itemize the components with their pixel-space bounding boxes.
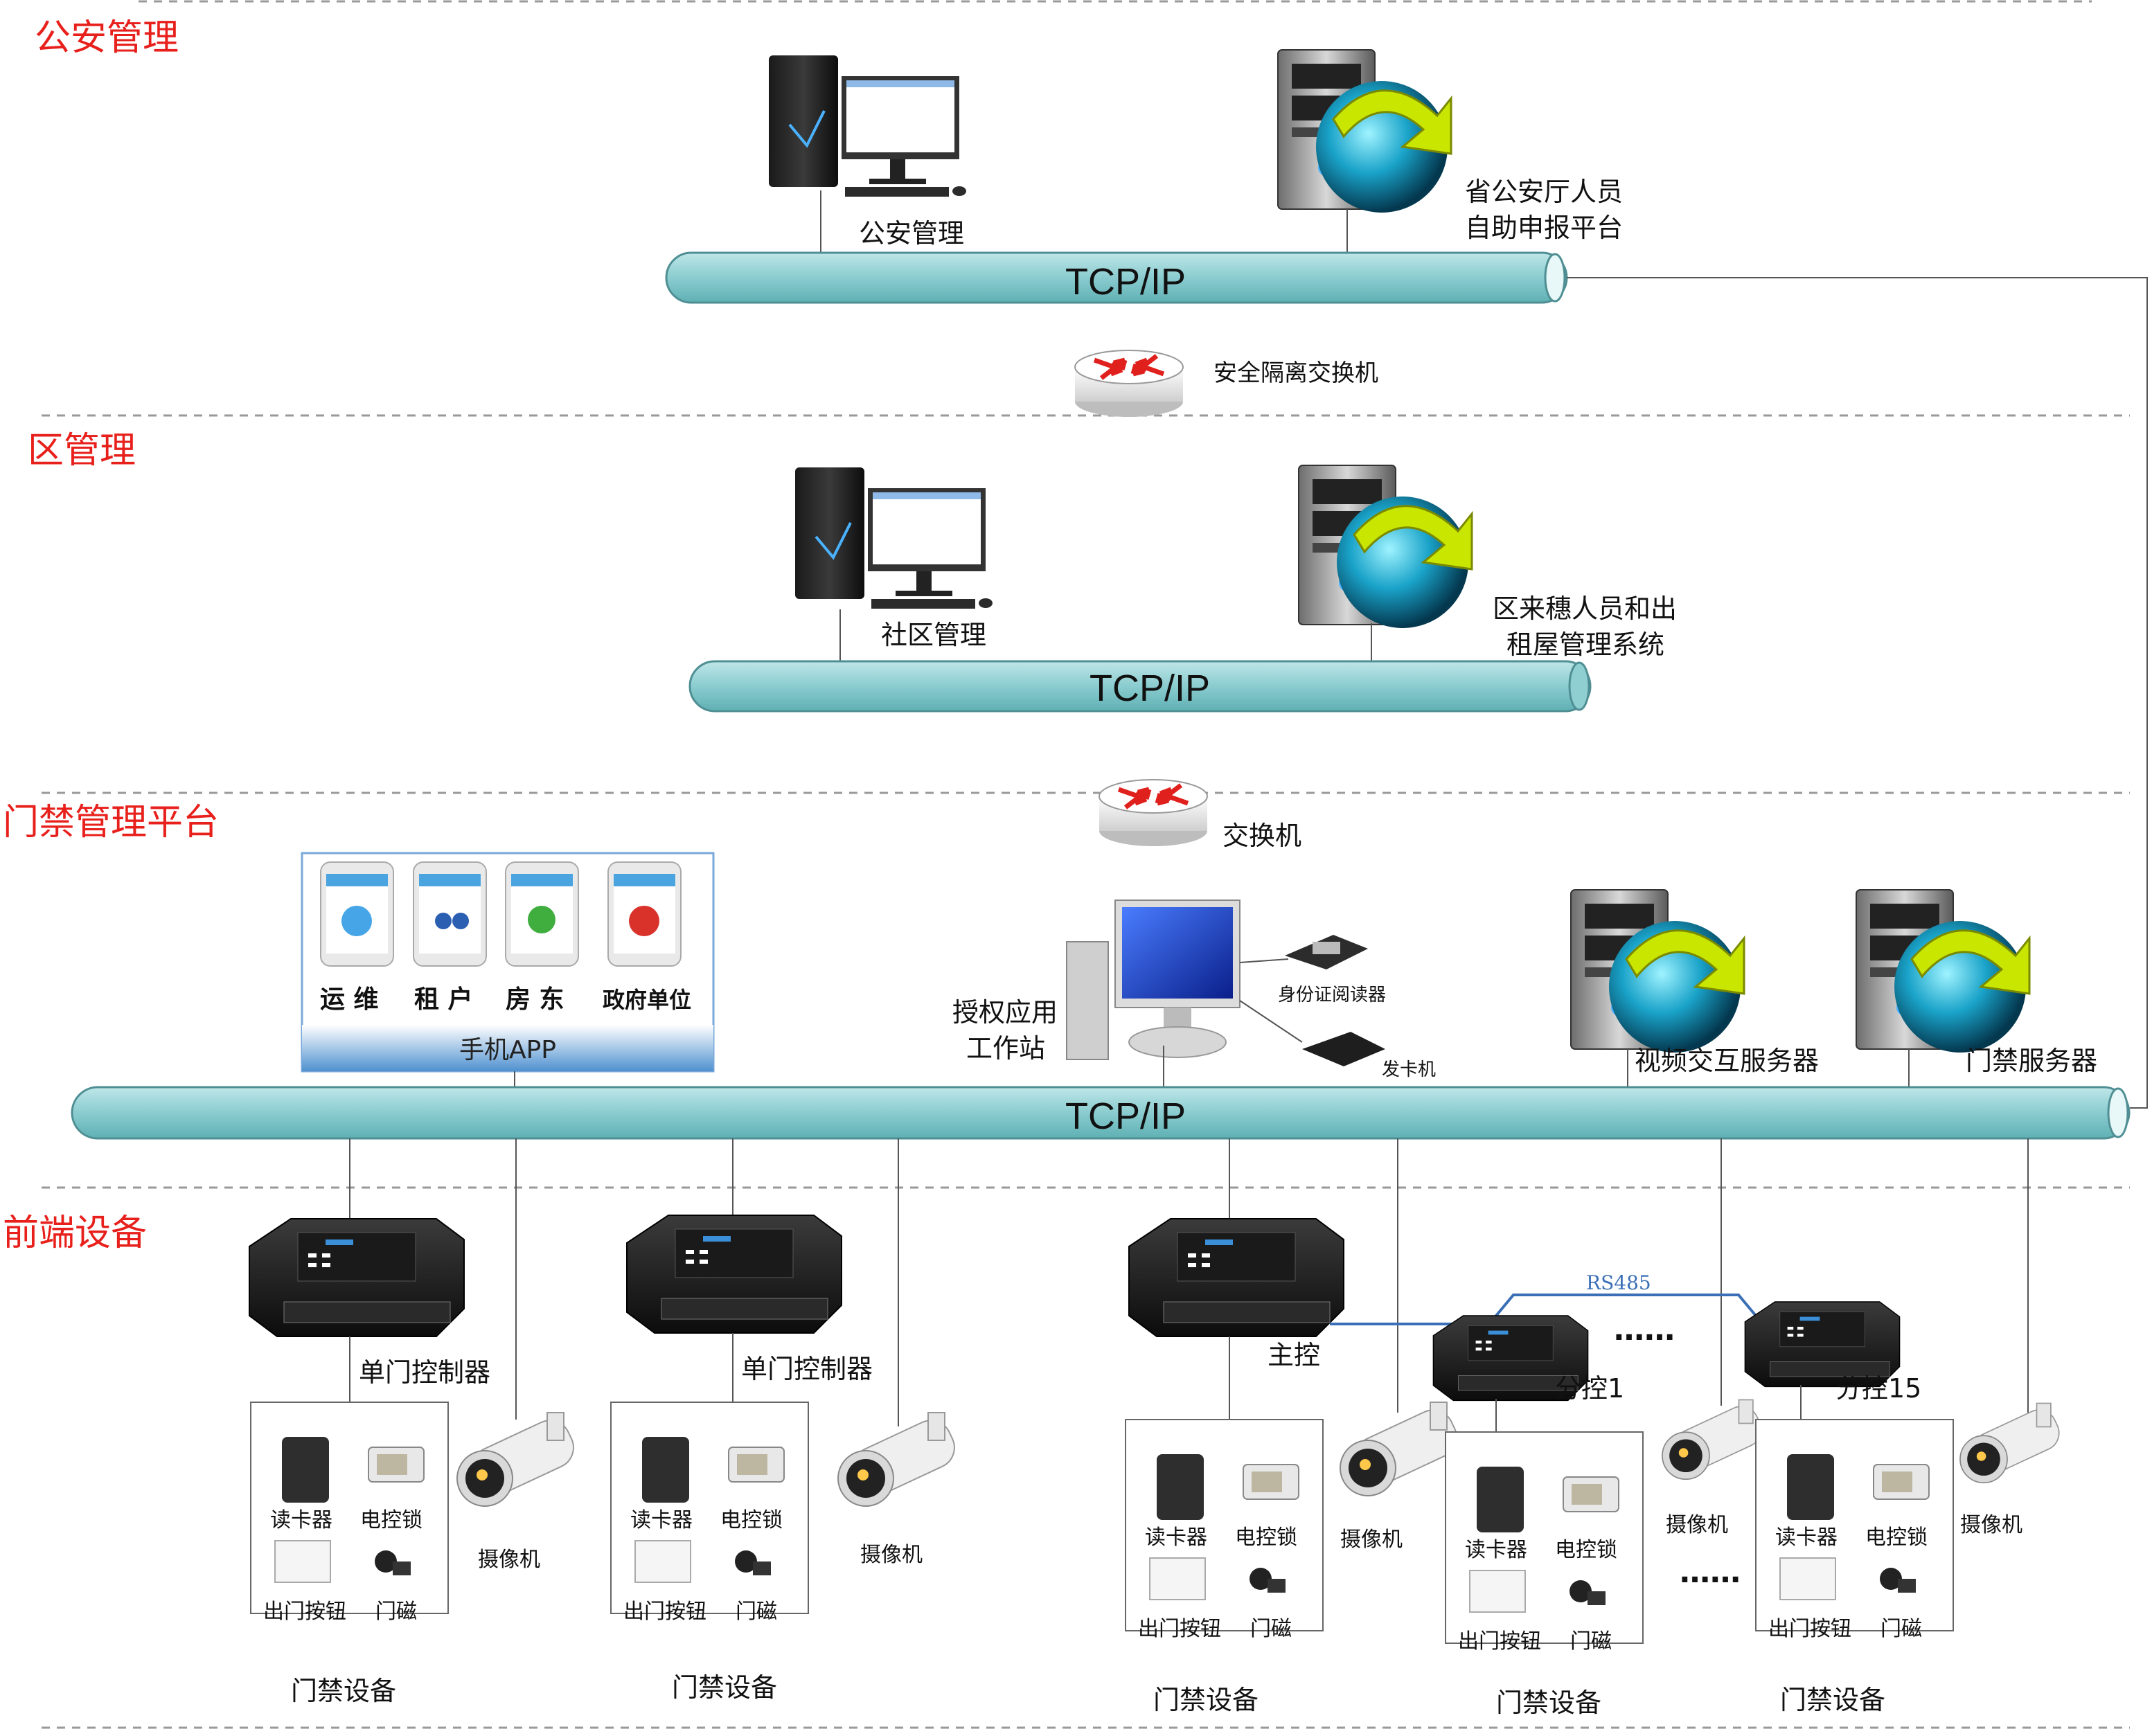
camera-5-icon — [1959, 1402, 2065, 1484]
card-issuer-icon — [1302, 1032, 1385, 1066]
access-box-3: 读卡器 电控锁 出门按钮 门磁 — [1125, 1419, 1324, 1641]
authorized-workstation-icon — [1066, 900, 1240, 1060]
section-title-frontend: 前端设备 — [3, 1212, 147, 1254]
door-magnet-label: 门磁 — [736, 1600, 777, 1624]
exit-button-label: 出门按钮 — [1768, 1617, 1851, 1641]
exit-button-label: 出门按钮 — [263, 1600, 346, 1624]
camera-5-label: 摄像机 — [1960, 1513, 2022, 1537]
police-server-icon — [1277, 48, 1452, 214]
district-server-label-line2: 租屋管理系统 — [1506, 629, 1664, 660]
access-box-1: 读卡器 电控锁 出门按钮 门磁 — [250, 1402, 449, 1624]
tcpip-bus-district: TCP/IP — [688, 660, 1592, 713]
security-switch-label: 安全隔离交换机 — [1213, 359, 1378, 387]
camera-1-icon — [456, 1412, 581, 1507]
police-server-label-line2: 自助申报平台 — [1465, 213, 1623, 243]
access-box-5: 读卡器 电控锁 出门按钮 门磁 — [1755, 1419, 1954, 1641]
camera-4-icon — [1662, 1399, 1768, 1480]
access-device-label-3: 门禁设备 — [1153, 1685, 1259, 1715]
electric-lock-label: 电控锁 — [360, 1508, 423, 1532]
exit-button-label: 出门按钮 — [1138, 1617, 1221, 1641]
single-controller-1-label: 单门控制器 — [359, 1357, 490, 1388]
camera-2-icon — [837, 1412, 962, 1507]
door-magnet-label: 门磁 — [1570, 1629, 1612, 1654]
access-device-label-1: 门禁设备 — [291, 1676, 396, 1706]
card-issuer-label: 发卡机 — [1382, 1059, 1436, 1080]
section-title-platform: 门禁管理平台 — [3, 802, 219, 843]
authorized-workstation-label-line1: 授权应用 — [952, 997, 1058, 1028]
switch-icon — [1099, 780, 1207, 846]
security-switch-icon — [1075, 350, 1183, 417]
tcpip-bus-main-label: TCP/IP — [1065, 1095, 1186, 1137]
police-server-label-line1: 省公安厅人员 — [1465, 177, 1623, 207]
card-reader-label: 读卡器 — [270, 1508, 332, 1532]
camera-2-label: 摄像机 — [860, 1543, 923, 1567]
authorized-workstation-label-line2: 工作站 — [966, 1033, 1045, 1064]
card-reader-label: 读卡器 — [630, 1508, 693, 1532]
electric-lock-label: 电控锁 — [1235, 1525, 1297, 1550]
camera-1-label: 摄像机 — [478, 1548, 540, 1572]
tcpip-bus-main: TCP/IP — [71, 1086, 2131, 1140]
id-reader-icon — [1285, 935, 1368, 969]
switch-label: 交换机 — [1222, 821, 1301, 851]
tcpip-bus-district-label: TCP/IP — [1090, 668, 1210, 709]
section-title-district: 区管理 — [28, 430, 136, 472]
exit-button-label: 出门按钮 — [1458, 1629, 1541, 1654]
access-device-label-4: 门禁设备 — [1496, 1688, 1601, 1718]
video-server-label: 视频交互服务器 — [1635, 1046, 1819, 1076]
district-server-label-line1: 区来穗人员和出 — [1493, 593, 1677, 624]
district-server-icon — [1297, 464, 1473, 629]
door-magnet-label: 门磁 — [375, 1600, 417, 1624]
id-reader-label: 身份证阅读器 — [1278, 985, 1386, 1005]
access-box-2: 读卡器 电控锁 出门按钮 门磁 — [610, 1402, 809, 1624]
door-magnet-label: 门磁 — [1250, 1617, 1292, 1641]
card-reader-label: 读卡器 — [1775, 1525, 1838, 1550]
access-device-label-5: 门禁设备 — [1780, 1685, 1885, 1715]
section-title-police: 公安管理 — [35, 17, 179, 59]
slave-controller-15-label: 分控15 — [1835, 1373, 1921, 1404]
card-reader-label: 读卡器 — [1145, 1525, 1207, 1550]
app-role-tenant: 租 户 — [414, 985, 473, 1014]
single-controller-2-icon — [626, 1215, 842, 1334]
camera-4-label: 摄像机 — [1666, 1513, 1728, 1537]
district-workstation-label: 社区管理 — [881, 620, 986, 650]
single-controller-1-icon — [249, 1218, 465, 1337]
police-workstation-label: 公安管理 — [859, 218, 964, 249]
exit-button-label: 出门按钮 — [623, 1600, 706, 1624]
rs485-label: RS485 — [1586, 1271, 1651, 1294]
access-device-label-2: 门禁设备 — [672, 1672, 777, 1703]
app-role-government: 政府单位 — [603, 987, 691, 1013]
single-controller-2-label: 单门控制器 — [741, 1354, 873, 1384]
district-workstation-icon — [794, 466, 994, 610]
access-server-label: 门禁服务器 — [1966, 1046, 2097, 1076]
card-reader-label: 读卡器 — [1465, 1538, 1527, 1562]
door-magnet-label: 门磁 — [1880, 1617, 1922, 1641]
tcpip-bus-police-label: TCP/IP — [1065, 261, 1186, 303]
master-controller-label: 主控 — [1268, 1340, 1320, 1370]
electric-lock-label: 电控锁 — [720, 1508, 783, 1532]
tcpip-bus-police: TCP/IP — [665, 251, 1568, 304]
slave-controller-1-label: 分控1 — [1555, 1373, 1624, 1404]
camera-3-label: 摄像机 — [1340, 1528, 1403, 1552]
electric-lock-label: 电控锁 — [1865, 1525, 1928, 1550]
ellipsis-devices: …… — [1680, 1555, 1741, 1590]
mobile-app-title: 手机APP — [459, 1036, 556, 1064]
access-server-icon — [1855, 888, 2031, 1054]
police-workstation-icon — [767, 54, 968, 198]
video-server-icon — [1569, 888, 1745, 1054]
master-controller-icon — [1128, 1218, 1344, 1337]
access-box-4: 读卡器 电控锁 出门按钮 门磁 — [1445, 1431, 1644, 1654]
mobile-app-panel: 运 维 租 户 房 东 政府单位 手机APP — [301, 852, 715, 1073]
electric-lock-label: 电控锁 — [1555, 1538, 1617, 1562]
ellipsis-controllers: …… — [1614, 1312, 1675, 1348]
app-role-ops: 运 维 — [320, 985, 379, 1014]
app-role-landlord: 房 东 — [506, 985, 564, 1014]
